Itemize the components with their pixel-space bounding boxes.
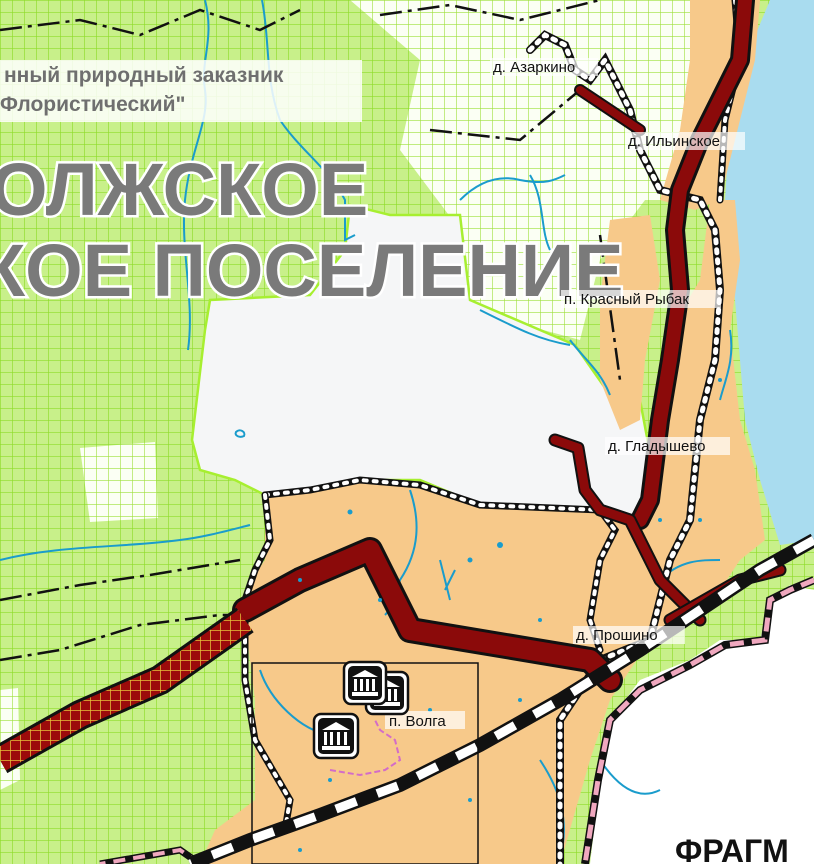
- settlement-gladyshevo: [600, 215, 660, 430]
- fragment-label: ФРАГМ: [675, 833, 789, 864]
- open-area: [190, 203, 657, 522]
- reserve-label-line1: нный природный заказник: [4, 64, 284, 87]
- museum-icon[interactable]: [312, 712, 360, 760]
- village-label-proshino[interactable]: д. Прошино: [576, 627, 658, 644]
- railway: [187, 533, 814, 864]
- river-volga: [725, 0, 814, 545]
- reserve-label-line2: Флористический": [0, 93, 185, 116]
- settlement-label-line2: КОЕ ПОСЕЛЕНИЕ: [0, 229, 623, 312]
- settlement-area: [200, 200, 765, 864]
- museum-icon[interactable]: [342, 660, 388, 706]
- village-label-volga[interactable]: п. Волга: [389, 713, 446, 730]
- village-label-gladyshevo[interactable]: д. Гладышево: [608, 438, 706, 455]
- volga-local-boundary: [329, 719, 402, 777]
- meadow-patch: [80, 442, 158, 522]
- settlement-label-line1: ОЛЖСКОЕ: [0, 148, 368, 231]
- village-label-azarkino[interactable]: д. Азаркино: [493, 59, 575, 76]
- village-label-ilinskoe[interactable]: д. Ильинское: [628, 133, 720, 150]
- village-label-krasny-rybak[interactable]: п. Красный Рыбак: [564, 291, 689, 308]
- admin-boundaries: [0, 0, 622, 662]
- reserve-label-box: [0, 60, 362, 122]
- reserve-road-fill: [0, 610, 252, 771]
